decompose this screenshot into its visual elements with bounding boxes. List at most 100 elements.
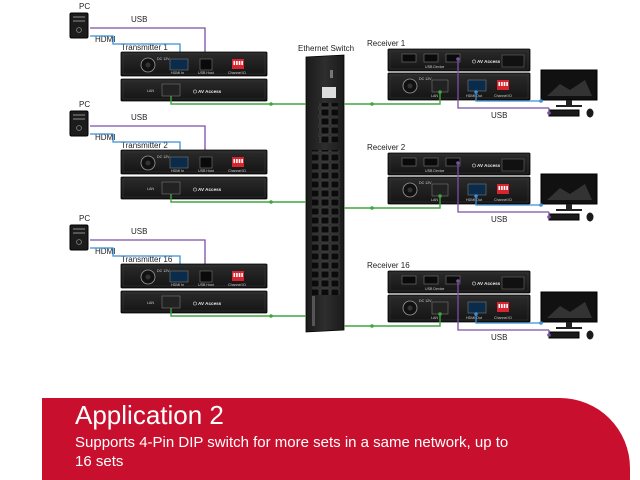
ethernet-switch (305, 54, 345, 333)
ir-window (501, 276, 525, 290)
pc-label: PC (79, 214, 90, 223)
transmitter-unit-back: LAN AV Access (120, 78, 268, 102)
lan-port (431, 79, 449, 93)
hdmi-out-port (467, 79, 487, 92)
cable-dot (456, 279, 460, 283)
cable-line (90, 133, 181, 153)
cable-dot (547, 333, 551, 337)
lan-label: LAN (147, 89, 154, 93)
av-access-text: AV Access (477, 281, 501, 286)
dip-switch (497, 302, 509, 312)
usb-device-port (401, 275, 417, 285)
av-access-logo-icon (472, 281, 476, 286)
cable-line (475, 314, 541, 324)
cable-dot (438, 90, 442, 94)
lan-port (161, 83, 181, 97)
channel-id-label: Channel ID (228, 71, 246, 75)
usb-host-port (199, 58, 213, 71)
keyboard-icon (548, 109, 580, 117)
dip-switch (232, 59, 244, 69)
dip-switch (497, 80, 509, 90)
hdmi-label: HDMI (95, 247, 115, 256)
hdmi-out-label: HDMI Out (466, 316, 482, 320)
cable-dot (474, 90, 478, 94)
hdmi-in-port (169, 156, 189, 169)
usb-device-port (445, 157, 461, 167)
usb-host-port (199, 270, 213, 283)
cable-dot (539, 203, 543, 207)
usb-device-port (445, 53, 461, 63)
cable-line (457, 163, 549, 213)
av-access-logo-icon (193, 187, 197, 192)
hdmi-label: HDMI (95, 35, 115, 44)
cable-dot (539, 321, 543, 325)
pc-tower-icon (69, 110, 89, 137)
cable-dot (474, 312, 478, 316)
usb-device-port (423, 53, 439, 63)
cable-line (457, 281, 549, 331)
cable-dot (269, 200, 273, 204)
dc-label: DC 12V (419, 181, 432, 185)
usb-device-label: USB Device (425, 287, 444, 291)
cable-dot (438, 312, 442, 316)
hdmi-in-label: HDMI In (171, 283, 184, 287)
usb-device-label: USB Device (425, 169, 444, 173)
hdmi-in-port (169, 58, 189, 71)
application-banner: Application 2 Supports 4-Pin DIP switch … (42, 398, 630, 480)
av-access-text: AV Access (477, 163, 501, 168)
cable-line (170, 96, 306, 105)
receiver-name: Receiver 16 (367, 261, 410, 270)
cable-dot (547, 111, 551, 115)
channel-id-label: Channel ID (494, 94, 512, 98)
hdmi-out-port (467, 301, 487, 314)
usb-label: USB (491, 333, 507, 342)
receiver-name: Receiver 2 (367, 143, 406, 152)
usb-label: USB (131, 15, 147, 24)
usb-device-port (445, 275, 461, 285)
channel-id-label: Channel ID (228, 169, 246, 173)
cable-line (475, 92, 541, 102)
cable-line (90, 27, 206, 55)
keyboard-icon (548, 331, 580, 339)
dc-label: DC 12V (419, 77, 432, 81)
cable-dot (539, 99, 543, 103)
av-access-text: AV Access (198, 301, 222, 306)
switch-label: Ethernet Switch (298, 44, 354, 53)
pc-label: PC (79, 100, 90, 109)
hdmi-out-label: HDMI Out (466, 198, 482, 202)
cable-line (170, 308, 306, 317)
cable-dot (474, 194, 478, 198)
cable-line (90, 35, 181, 55)
av-access-logo-icon (193, 301, 197, 306)
mouse-icon (586, 212, 594, 222)
cable-dot (547, 215, 551, 219)
hdmi-in-port (169, 270, 189, 283)
usb-host-label: USB Host (198, 169, 214, 173)
cable-dot (370, 102, 374, 106)
mouse-icon (586, 330, 594, 340)
dc-label: DC 12V (157, 57, 170, 61)
usb-label: USB (491, 215, 507, 224)
cable-line (457, 59, 549, 109)
cable-dot (269, 314, 273, 318)
monitor-icon (540, 291, 598, 329)
av-access-logo-icon (472, 163, 476, 168)
hdmi-in-label: HDMI In (171, 71, 184, 75)
cable-line (170, 194, 306, 203)
usb-device-port (401, 157, 417, 167)
receiver-name: Receiver 1 (367, 39, 406, 48)
av-access-text: AV Access (198, 89, 222, 94)
cable-line (90, 239, 206, 267)
dip-switch (232, 157, 244, 167)
lan-label: LAN (147, 187, 154, 191)
cable-line (475, 196, 541, 206)
